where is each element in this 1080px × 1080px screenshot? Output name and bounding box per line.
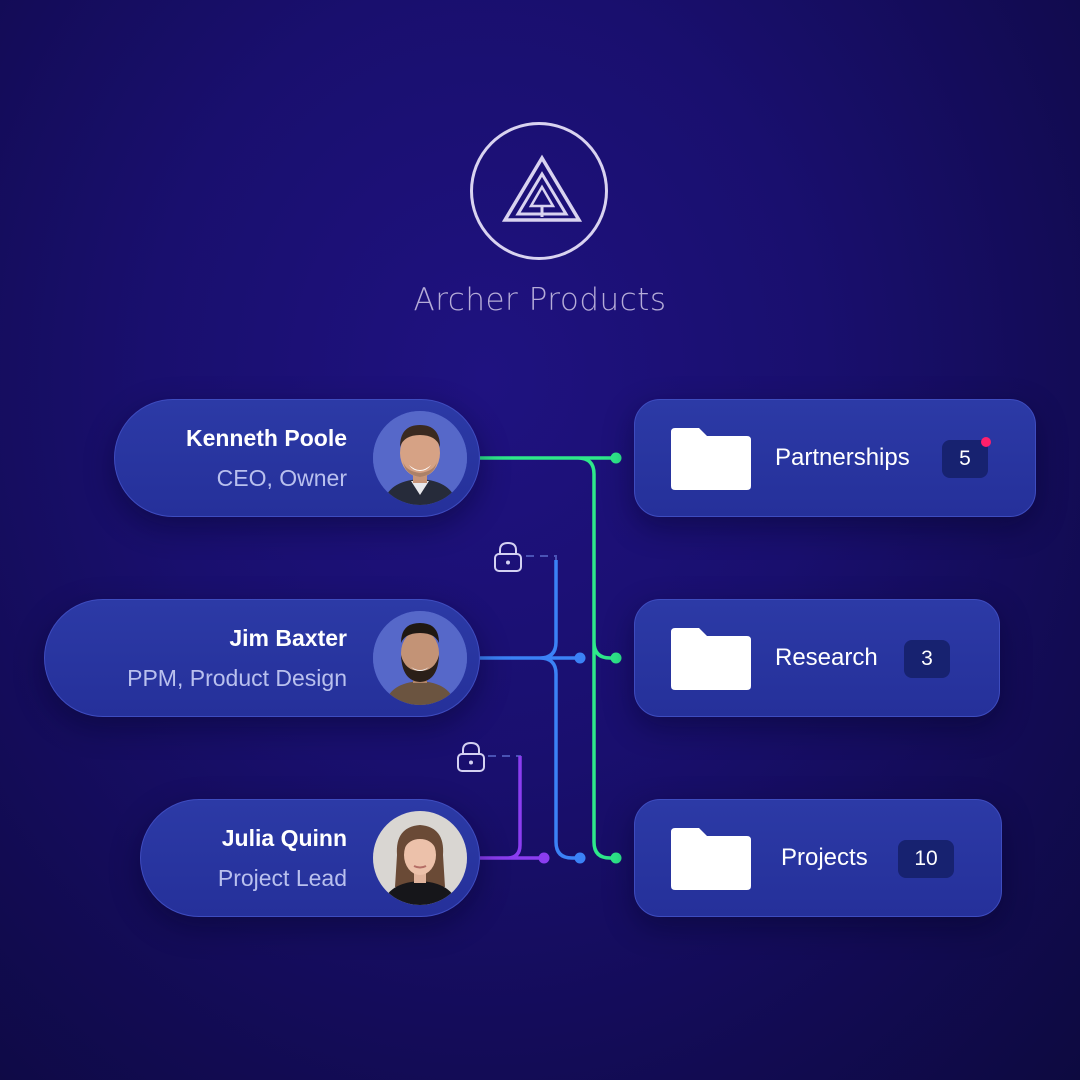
lock-icon bbox=[457, 741, 485, 772]
member-role: Project Lead bbox=[217, 865, 347, 891]
folder-count: 3 bbox=[921, 647, 933, 670]
lead-line bbox=[480, 756, 544, 860]
member-role: PPM, Product Design bbox=[127, 665, 347, 691]
lead-line-node bbox=[538, 852, 550, 864]
folder-partnerships[interactable]: Partnerships 5 bbox=[634, 399, 1036, 517]
folder-icon bbox=[671, 828, 751, 890]
folder-label: Projects bbox=[781, 844, 868, 871]
folder-label: Partnerships bbox=[775, 444, 910, 471]
design-line-node-projects bbox=[574, 852, 586, 864]
folder-count: 5 bbox=[959, 447, 971, 470]
folder-label: Research bbox=[775, 644, 878, 671]
triangle-logo-icon bbox=[501, 154, 583, 222]
folder-icon bbox=[671, 428, 751, 490]
brand-name: Archer Products bbox=[413, 282, 667, 318]
member-name: Julia Quinn bbox=[221, 825, 347, 851]
design-line-node-research bbox=[574, 652, 586, 664]
folder-count-badge: 10 bbox=[898, 840, 954, 878]
folder-icon bbox=[671, 628, 751, 690]
member-card-julia-quinn[interactable]: Julia Quinn Project Lead bbox=[140, 799, 480, 917]
folder-count-badge: 3 bbox=[904, 640, 950, 678]
folder-count: 10 bbox=[914, 847, 938, 870]
notification-dot bbox=[981, 437, 991, 447]
owner-line-node-research bbox=[610, 652, 622, 664]
folder-research[interactable]: Research 3 bbox=[634, 599, 1000, 717]
member-name: Jim Baxter bbox=[229, 625, 347, 651]
member-role: CEO, Owner bbox=[216, 465, 347, 491]
member-name: Kenneth Poole bbox=[185, 425, 347, 451]
brand-logo bbox=[470, 122, 608, 260]
restriction-line-lower bbox=[488, 755, 521, 820]
member-card-kenneth-poole[interactable]: Kenneth Poole CEO, Owner bbox=[114, 399, 480, 517]
design-line bbox=[480, 560, 580, 860]
restriction-line-upper bbox=[526, 555, 557, 620]
owner-line bbox=[480, 456, 616, 860]
avatar bbox=[373, 611, 467, 705]
owner-line-node-partnerships bbox=[610, 452, 622, 464]
folder-count-badge: 5 bbox=[942, 437, 991, 478]
owner-line-node-projects bbox=[610, 852, 622, 864]
lock-icon bbox=[494, 541, 522, 572]
member-card-jim-baxter[interactable]: Jim Baxter PPM, Product Design bbox=[44, 599, 480, 717]
avatar bbox=[373, 411, 467, 505]
folder-projects[interactable]: Projects 10 bbox=[634, 799, 1002, 917]
avatar bbox=[373, 811, 467, 905]
